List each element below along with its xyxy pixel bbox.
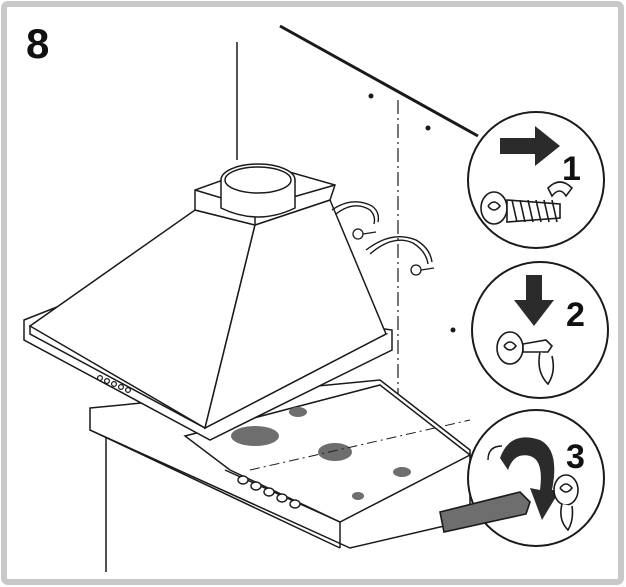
burners <box>231 407 411 500</box>
rotate-arrow-icon <box>500 437 560 520</box>
screw-icon <box>480 181 574 225</box>
wall-holes <box>368 93 456 333</box>
arrow-down-icon <box>514 275 554 326</box>
hood-controls <box>96 375 131 394</box>
callout-1: 1 <box>467 111 605 249</box>
callout-1-label: 1 <box>562 150 581 188</box>
wall-screws <box>352 228 435 276</box>
callout-2-label: 2 <box>566 296 585 334</box>
callout-3: 3 <box>439 409 605 547</box>
cooker-hood <box>23 163 393 441</box>
callout-3-label: 3 <box>566 438 585 476</box>
step-number: 8 <box>26 20 49 67</box>
wrench-icon <box>439 474 579 533</box>
wall <box>105 24 479 572</box>
callout-2: 2 <box>471 261 609 399</box>
cables <box>331 201 433 265</box>
hook-icon <box>496 331 555 386</box>
cooktop-knobs <box>237 475 301 509</box>
arrow-right-icon <box>500 126 560 166</box>
